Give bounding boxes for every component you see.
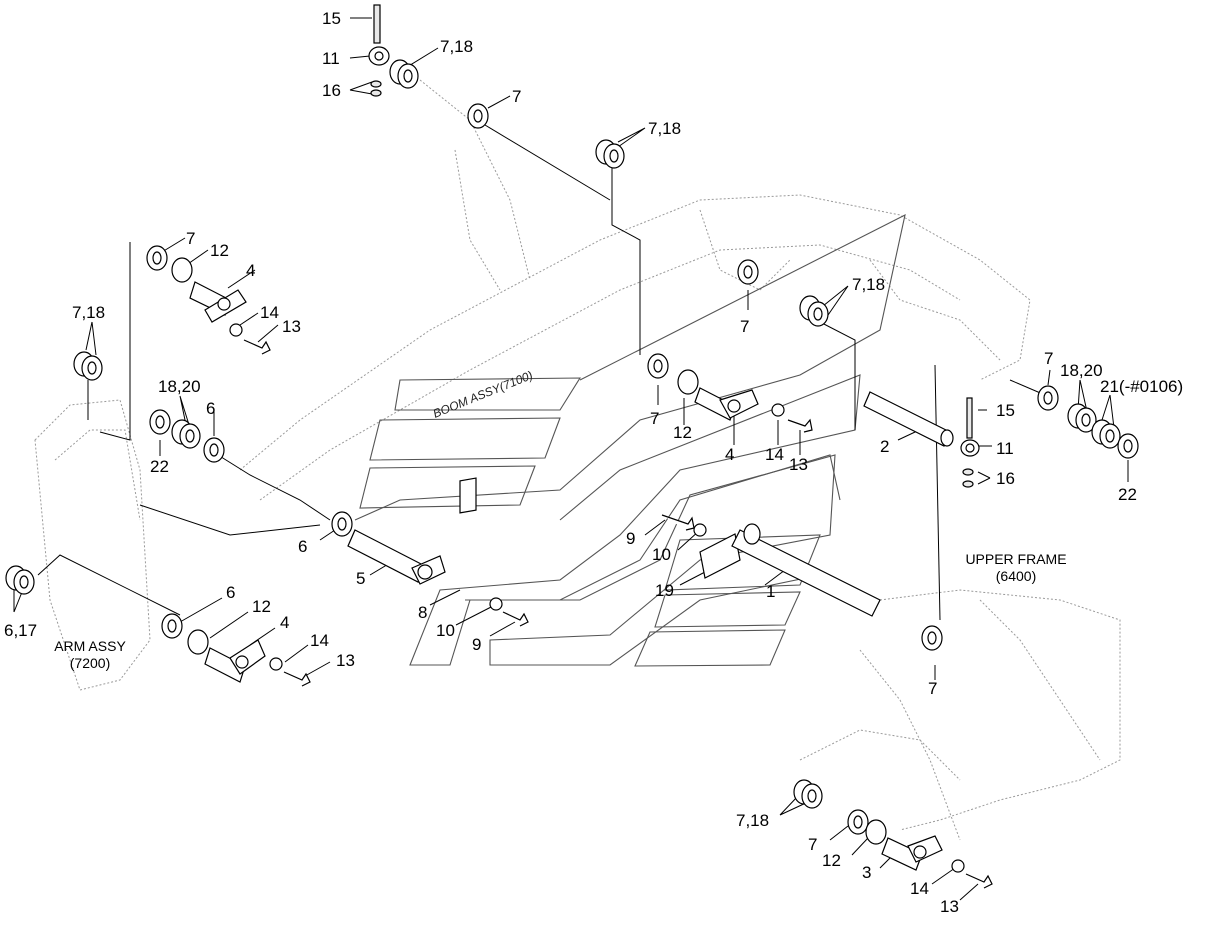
callout-label: 6,17 (4, 621, 37, 640)
callout-label: 7,18 (736, 811, 769, 830)
callout-label: 7 (928, 679, 937, 698)
callout-label: 6 (298, 537, 307, 556)
callout-label: 7 (740, 317, 749, 336)
callout-label: 11 (996, 439, 1014, 458)
callout-label: 7,18 (852, 275, 885, 294)
callout-label: 13 (336, 651, 355, 670)
callout-label: 7 (650, 409, 659, 428)
bolt-15-top (373, 4, 381, 44)
ghost-arm-outline (34, 399, 151, 691)
callout-label: 13 (789, 455, 808, 474)
callout-label: 5 (356, 569, 365, 588)
callout-label: 7 (512, 87, 521, 106)
callout-label: 12 (673, 423, 692, 442)
part-shapes (5, 4, 1139, 889)
callout-label: 15 (996, 401, 1015, 420)
plate-8 (459, 477, 477, 514)
ghost-boom-outline (239, 79, 1031, 501)
callout-label: 13 (282, 317, 301, 336)
callout-label: 11 (322, 49, 340, 68)
plate-19 (699, 533, 741, 579)
callout-label: 9 (472, 635, 481, 654)
callout-label: 7,18 (440, 37, 473, 56)
callout-label: 14 (310, 631, 329, 650)
boom-sheet-outlines (354, 213, 906, 667)
callout-label: 7 (1044, 349, 1053, 368)
bolt-15-right (966, 397, 973, 439)
callout-label: 16 (996, 469, 1015, 488)
callout-label: 4 (725, 445, 734, 464)
arm-assy-label: ARM ASSY (54, 638, 126, 654)
arm-assy-number: (7200) (70, 655, 110, 671)
callout-label: 10 (436, 621, 455, 640)
callout-label: 12 (252, 597, 271, 616)
callout-label: 12 (210, 241, 229, 260)
callout-label: 7 (808, 835, 817, 854)
callout-label: 4 (246, 261, 255, 280)
leader-lines (13, 17, 1129, 901)
callout-label: 22 (1118, 485, 1137, 504)
callout-label: 16 (322, 81, 341, 100)
callout-label: 1 (766, 582, 775, 601)
callout-label: 6 (226, 583, 235, 602)
callout-label: 10 (652, 545, 671, 564)
callout-label: 21(-#0106) (1100, 377, 1183, 396)
callout-label: 18,20 (158, 377, 201, 396)
callout-label: 19 (655, 581, 674, 600)
ghost-frame-outline (799, 589, 1121, 841)
callout-label: 14 (765, 445, 784, 464)
callout-labels: 15 11 7,18 16 7 7,18 7 12 4 14 13 7,18 1… (4, 9, 1183, 916)
upper-frame-label: UPPER FRAME (965, 551, 1066, 567)
callout-label: 14 (910, 879, 929, 898)
callout-label: 4 (280, 613, 289, 632)
callout-label: 14 (260, 303, 279, 322)
upper-frame-number: (6400) (996, 568, 1036, 584)
callout-label: 7,18 (648, 119, 681, 138)
callout-label: 6 (206, 399, 215, 418)
boom-assy-label: BOOM ASSY(7100) (431, 368, 535, 421)
callout-label: 18,20 (1060, 361, 1103, 380)
callout-label: 2 (880, 437, 889, 456)
callout-label: 15 (322, 9, 341, 28)
callout-label: 9 (626, 529, 635, 548)
callout-label: 7 (186, 229, 195, 248)
callout-label: 8 (418, 603, 427, 622)
callout-label: 13 (940, 897, 959, 916)
callout-label: 12 (822, 851, 841, 870)
callout-label: 7,18 (72, 303, 105, 322)
callout-label: 22 (150, 457, 169, 476)
callout-label: 3 (862, 863, 871, 882)
